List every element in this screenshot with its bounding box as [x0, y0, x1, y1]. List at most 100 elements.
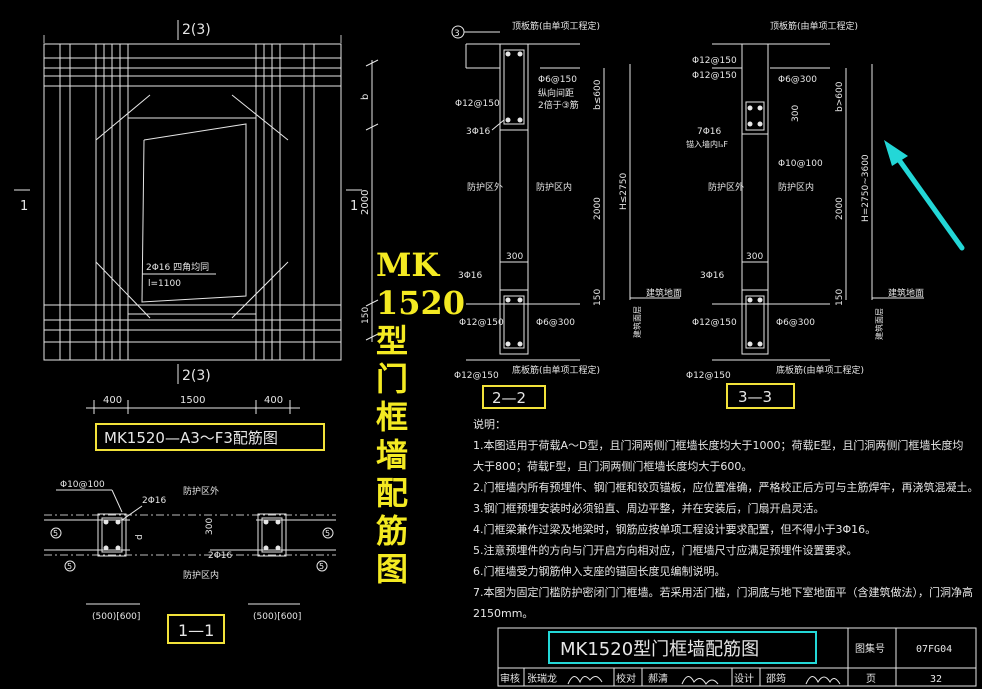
title-block: MK1520型门框墙配筋图 图集号 07FG04 页 32 审核 张瑞龙 校对 … [497, 627, 977, 687]
section-mark-bottom: 2(3) [182, 368, 211, 384]
checker: 郝清 [648, 672, 668, 685]
s2-twice: 2倍于③筋 [538, 99, 579, 111]
note-line: 7.本图为固定门槛防护密闭门门框墙。若采用活门槛，门洞底与地下室地面平（含建筑做… [473, 586, 973, 599]
s1-dim-d: d [135, 534, 145, 540]
s1-circle-right2: 5 [319, 562, 324, 571]
s2-floor: 建筑地面 [646, 287, 682, 299]
s3-roof: 顶板筋(由单项工程定) [770, 20, 858, 32]
review-label: 审核 [500, 672, 520, 685]
vertical-title-line: 配 [376, 474, 409, 512]
vertical-title: MK 1520 型 门 框 墙 配 筋 图 [376, 246, 466, 588]
s2-lower-stir: Φ6@300 [536, 318, 575, 328]
vertical-title-line: 墙 [376, 436, 409, 474]
note-line: 6.门框墙受力钢筋伸入支座的锚固长度见编制说明。 [473, 565, 726, 578]
vertical-title-line: 门 [376, 360, 409, 398]
section-mark-top: 2(3) [182, 22, 211, 38]
cyan-arrow [884, 140, 965, 251]
page-label: 页 [866, 673, 876, 685]
s2-inside: 防护区内 [536, 181, 572, 193]
s2-long-spacing: 纵向间距 [538, 87, 574, 99]
rebar-length: l=1100 [148, 279, 181, 289]
s3-outside: 防护区外 [708, 181, 744, 193]
s2-bottom-phi: Φ12@150 [454, 371, 499, 381]
s2-bar-bot: 3Φ16 [466, 127, 491, 137]
s3-bottom-phi: Φ12@150 [686, 371, 731, 381]
s1-inside: 防护区内 [183, 569, 219, 581]
left-plan-caption: MK1520—A3～F3配筋图 [104, 429, 278, 447]
designer: 邵筠 [766, 672, 786, 685]
s2-dim-300: 300 [506, 252, 523, 262]
s3-dim-300: 300 [791, 105, 801, 122]
section-2-2: 3 顶板筋(由单项工程定) Φ6@150 纵向间距 2倍于③筋 Φ12@150 … [451, 20, 682, 409]
note-line: 大于800；荷载F型，且门洞两侧门框墙长度均大于600。 [473, 460, 753, 473]
section-1-1: Φ10@100 2Φ16 2Φ16 防护区外 防护区内 300 d 5 5 5 [44, 480, 336, 644]
s2-dim-2000: 2000 [593, 197, 603, 220]
page-no: 32 [930, 674, 942, 685]
section-3-caption: 3—3 [738, 388, 772, 406]
vertical-title-line: 图 [376, 550, 409, 588]
s1-circle-right: 5 [325, 529, 330, 538]
notes: 说明： 1.本图适用于荷载A～D型，且门洞两侧门框墙长度均大于1000；荷载E型… [473, 414, 979, 624]
s3-floor-slab: 底板筋(由单项工程定) [776, 364, 864, 376]
vertical-title-line: 框 [376, 398, 409, 436]
s1-rebar-a: 2Φ16 [142, 496, 167, 506]
s2-lower-bar: 3Φ16 [458, 271, 483, 281]
right-dim-150: 150 [361, 307, 371, 324]
s2-stirrup: Φ6@150 [538, 75, 577, 85]
dim-400-right: 400 [264, 395, 283, 406]
dim-1500: 1500 [180, 395, 205, 406]
section-3-3: 顶板筋(由单项工程定) Φ12@150 Φ12@150 Φ6@300 300 7… [686, 20, 924, 409]
vertical-title-line: MK [376, 246, 440, 284]
reviewer: 张瑞龙 [527, 672, 557, 685]
s2-dim-150: 150 [593, 289, 603, 306]
s3-stirrup: Φ6@300 [778, 75, 817, 85]
s3-phi10: Φ10@100 [778, 159, 823, 169]
s3-bars: 7Φ16 [697, 127, 722, 137]
s2-lower-phi: Φ12@150 [459, 318, 504, 328]
s3-dim-2000: 2000 [835, 197, 845, 220]
s3-dim-300b: 300 [746, 252, 763, 262]
s2-bar-top: Φ12@150 [455, 99, 500, 109]
s1-dim-300: 300 [205, 518, 215, 535]
vertical-title-line: 1520 [376, 284, 466, 322]
s1-circle-left2: 5 [67, 562, 72, 571]
s3-floor: 建筑地面 [888, 287, 924, 299]
s2-wall-label: 建筑面层 [632, 306, 642, 338]
s2-outside: 防护区外 [467, 181, 503, 193]
s3-lower-phi: Φ12@150 [692, 318, 737, 328]
vertical-title-line: 型 [376, 322, 409, 360]
s1-rebar-b: 2Φ16 [208, 551, 233, 561]
s2-circle: 3 [454, 29, 460, 39]
s2-dim-b: b≤600 [593, 79, 603, 110]
right-dim-2000: 2000 [360, 190, 371, 215]
note-line: 3.钢门框预埋安装时必须铅直、周边平整，并在安装后，门扇开启灵活。 [473, 502, 825, 515]
check-label: 校对 [616, 672, 636, 685]
vertical-title-line: 筋 [376, 512, 409, 550]
section-1-caption: 1—1 [178, 621, 214, 640]
s2-floor-slab: 底板筋(由单项工程定) [512, 364, 600, 376]
s3-bar1: Φ12@150 [692, 56, 737, 66]
note-line: 5.注意预埋件的方向与门开启方向相对应，门框墙尺寸应满足预埋件设置要求。 [473, 544, 858, 557]
checker-signature [681, 676, 719, 685]
atlas-no: 07FG04 [916, 644, 952, 655]
note-line: 1.本图适用于荷载A～D型，且门洞两侧门框墙长度均大于1000；荷载E型，且门洞… [473, 439, 964, 452]
right-dim-b: b [360, 94, 371, 100]
section-mark-right: 1 [350, 199, 358, 214]
s1-dims-left: (500)[600] [92, 612, 140, 622]
section-2-caption: 2—2 [492, 389, 526, 407]
title-block-title: MK1520型门框墙配筋图 [560, 639, 759, 660]
section-mark-left: 1 [20, 199, 28, 214]
atlas-label: 图集号 [855, 642, 885, 655]
s3-bar2: Φ12@150 [692, 71, 737, 81]
s3-lower-bar: 3Φ16 [700, 271, 725, 281]
s1-circle-left: 5 [53, 529, 58, 538]
designer-signature [805, 676, 841, 685]
s1-top-rebar: Φ10@100 [60, 480, 105, 490]
s1-dims-right: (500)[600] [253, 612, 301, 622]
rebar-note: 2Φ16 四角均同 [146, 261, 209, 273]
s3-dim-h: H=2750~3600 [861, 154, 871, 222]
left-plan: 2(3) 2(3) 1 1 2Φ16 四角均同 l=1100 b 2000 15… [14, 20, 379, 451]
note-line: 2.门框墙内所有预埋件、钢门框和铰页锚板，应位置准确，严格校正后方可与主筋焊牢，… [473, 481, 979, 494]
note-line: 4.门框梁兼作过梁及地梁时，钢筋应按单项工程设计要求配置，但不得小于3Φ16。 [473, 523, 877, 536]
s2-dim-h: H≤2750 [619, 173, 629, 210]
